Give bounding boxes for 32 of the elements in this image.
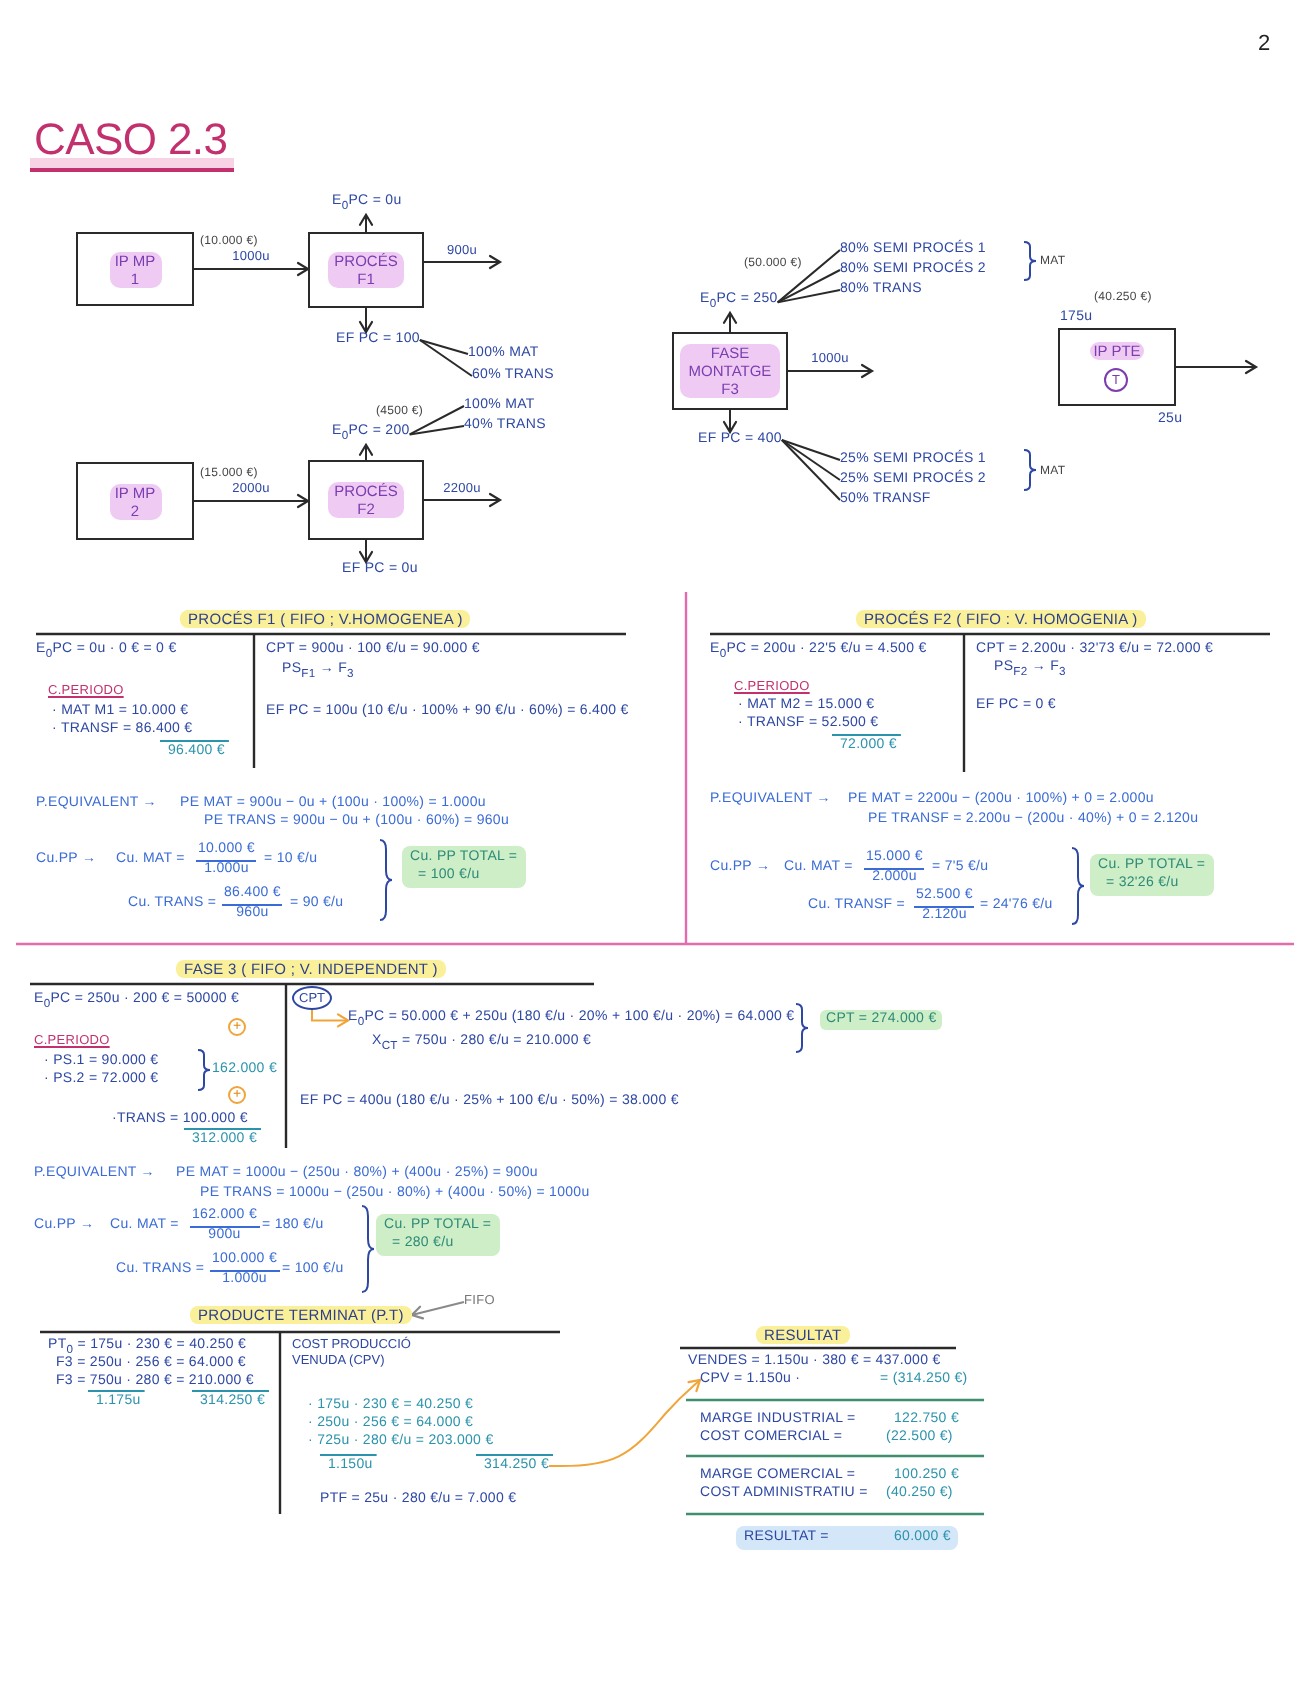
connector-line: [780, 439, 841, 481]
arrow: [548, 1378, 702, 1467]
arrow: [358, 307, 374, 334]
connector-line: [408, 405, 465, 436]
process-box: [672, 332, 788, 410]
arrow: [193, 261, 310, 277]
arrow: [358, 213, 374, 233]
process-box: [76, 462, 194, 540]
process-box: [1058, 328, 1176, 406]
connector-line: [780, 439, 841, 461]
arrow: [358, 539, 374, 564]
page-number: 2: [1258, 32, 1271, 56]
arrow: [722, 311, 738, 333]
connector-line: [408, 425, 465, 436]
connector-line: [776, 269, 841, 304]
arrow: [722, 409, 738, 434]
arrow: [1175, 359, 1258, 375]
process-box: [308, 460, 424, 540]
arrow: [423, 254, 502, 270]
connector-line: [780, 439, 841, 501]
process-box: [76, 232, 194, 306]
arrow: [787, 363, 874, 379]
process-box: [308, 232, 424, 308]
arrow: [193, 493, 310, 509]
arrow: [410, 1301, 465, 1320]
arrow: [423, 492, 502, 508]
connector-line: [418, 339, 473, 377]
connector-line: [776, 289, 841, 304]
connector-line: [776, 249, 841, 304]
arrow: [358, 443, 374, 461]
arrow: [311, 1009, 350, 1028]
connector-line: [418, 339, 469, 355]
